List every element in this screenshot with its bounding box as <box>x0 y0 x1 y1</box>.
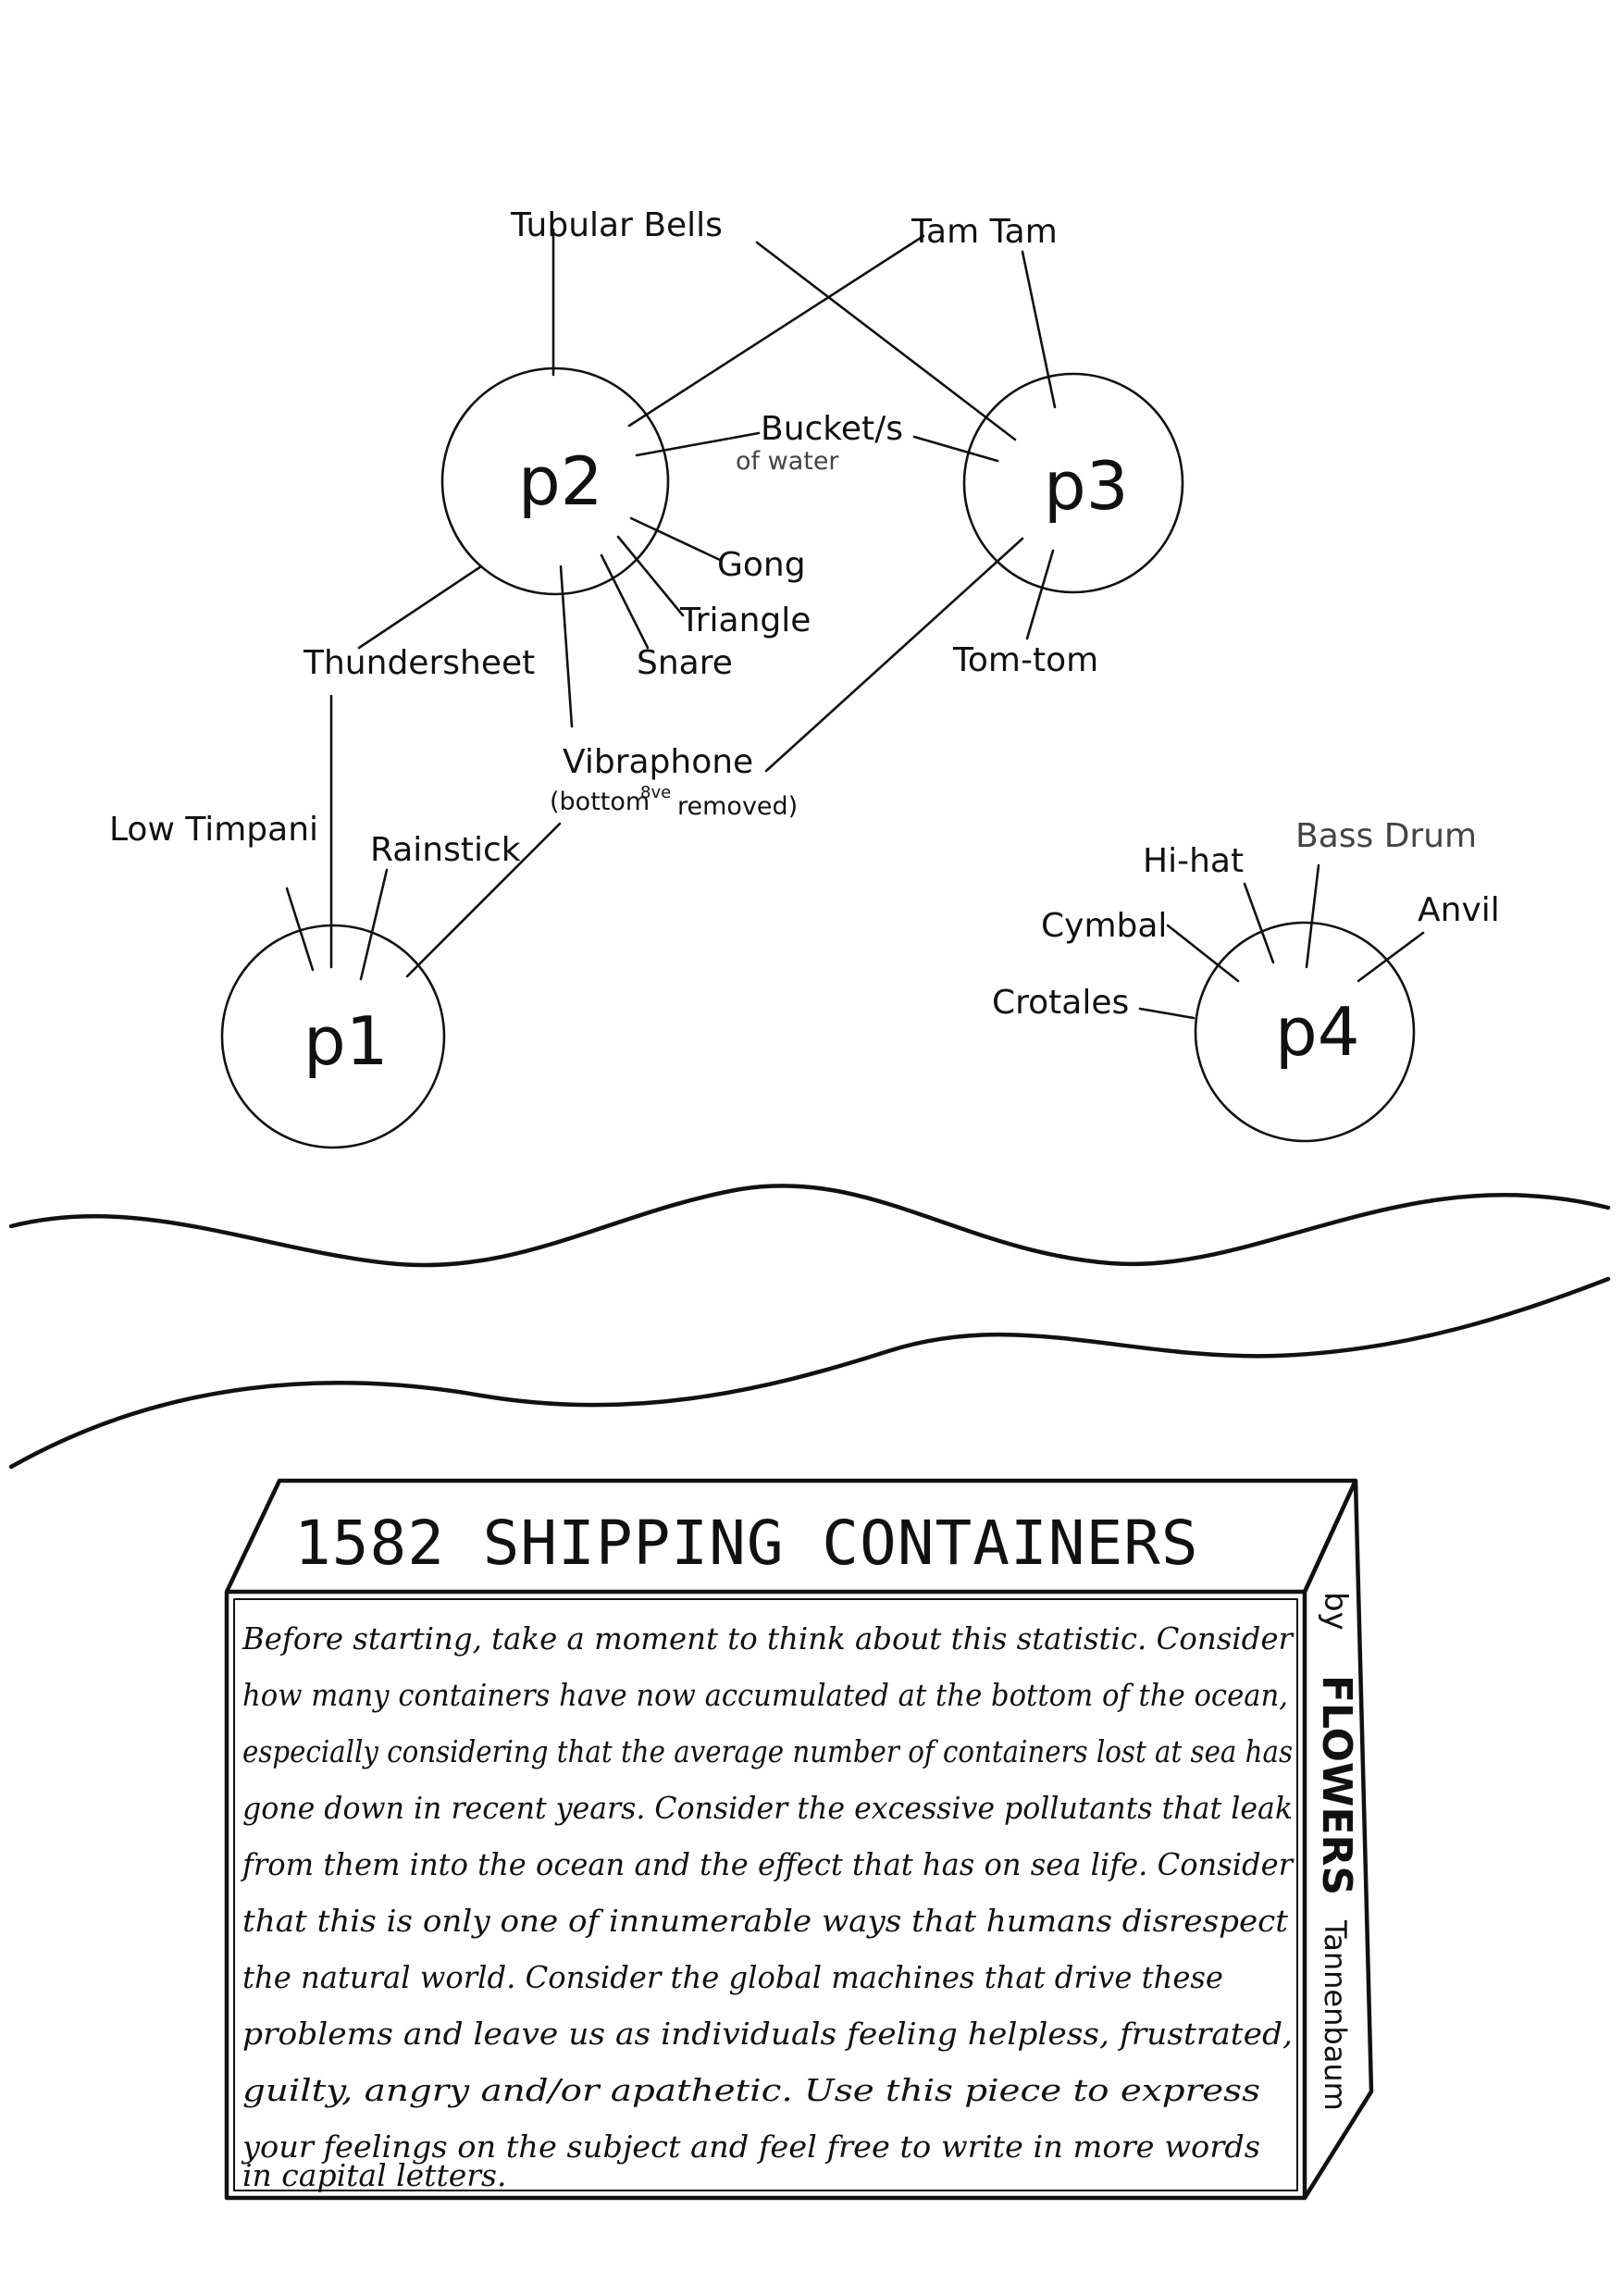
instrument-crotales: Crotales <box>992 984 1129 1022</box>
instrument-low-timpani: Low Timpani <box>109 811 318 849</box>
container-front-face <box>224 1589 1307 2201</box>
paragraph-line: from them into the ocean and the effect … <box>240 1846 1295 1882</box>
instrument-gong: Gong <box>717 546 806 584</box>
paragraph-line: problems and leave us as individuals fee… <box>242 2016 1293 2052</box>
line-tam-tam-p3 <box>1021 250 1057 409</box>
player-circle-p4 <box>1194 921 1416 1143</box>
line-vibraphone-p2 <box>559 565 574 728</box>
paragraph-line: how many containers have now accumulated… <box>242 1677 1288 1713</box>
player-circle-p3 <box>962 372 1184 594</box>
line-thundersheet-p2 <box>357 565 483 650</box>
player-circle-p1 <box>220 924 446 1149</box>
vibraphone-note-close: removed) <box>677 792 798 821</box>
line-rainstick-p1 <box>359 868 389 981</box>
line-tom-tom-p3 <box>1025 549 1055 640</box>
vibraphone-note-mid: 8ve <box>640 783 671 802</box>
instrument-tom-tom: Tom-tom <box>952 641 1098 679</box>
instrument-hi-hat: Hi-hat <box>1143 842 1244 880</box>
author-byline: by FLOWERS Tannenbaum <box>1313 1592 1360 2111</box>
instrument-rainstick: Rainstick <box>370 831 521 869</box>
line-gong-p2 <box>629 516 722 562</box>
paragraph-line: guilty, angry and/or apathetic. Use this… <box>242 2072 1260 2108</box>
instrument-vibraphone: Vibraphone <box>563 743 753 781</box>
player-label-p1: p1 <box>304 1002 389 1080</box>
player-label-p3: p3 <box>1044 447 1129 525</box>
instrument-bucket-line1: Bucket/s <box>761 410 903 448</box>
instrument-cymbal: Cymbal <box>1041 907 1167 945</box>
paragraph-line: gone down in recent years. Consider the … <box>242 1790 1293 1826</box>
instrument-triangle: Triangle <box>679 602 811 639</box>
line-cymbal-p4 <box>1166 924 1240 983</box>
player-label-p2: p2 <box>518 442 603 520</box>
container-side-face <box>1302 1478 1374 2200</box>
line-vibraphone-p1 <box>405 822 562 978</box>
instrument-thundersheet: Thundersheet <box>303 644 535 682</box>
line-bass-drum-p4 <box>1305 863 1320 969</box>
percussion-setup-diagram <box>220 228 1425 1149</box>
paragraph-line: the natural world. Consider the global m… <box>242 1959 1223 1995</box>
instrument-bass-drum: Bass Drum <box>1295 817 1477 855</box>
line-tam-tam-p2 <box>627 234 925 428</box>
player-label-p4: p4 <box>1275 993 1360 1071</box>
line-triangle-p2 <box>616 535 685 617</box>
line-tubular-bells-p3 <box>755 241 1017 441</box>
wave-line-lower <box>8 1276 1611 1470</box>
container-inner-border <box>233 1598 1298 2191</box>
wave-divider <box>8 1184 1611 1470</box>
paragraph-line: especially considering that the average … <box>242 1733 1293 1769</box>
line-anvil-p4 <box>1357 931 1425 983</box>
instrument-anvil: Anvil <box>1418 891 1500 929</box>
paragraph-line: your feelings on the subject and feel fr… <box>241 2128 1260 2165</box>
paragraph-line: that this is only one of innumerable way… <box>242 1903 1289 1939</box>
instrument-bucket-line2: of water <box>736 447 839 476</box>
player-circle-p2 <box>440 366 670 596</box>
line-low-timpani-p1 <box>285 887 315 972</box>
shipping-container-box <box>224 1478 1374 2201</box>
instruction-paragraph: Before starting, take a moment to think … <box>240 1620 1295 2193</box>
line-bucket-p2 <box>635 431 761 457</box>
author-first-name: FLOWERS <box>1313 1675 1360 1895</box>
instrument-tubular-bells: Tubular Bells <box>510 206 723 244</box>
instrument-tam-tam: Tam Tam <box>911 213 1058 251</box>
line-vibraphone-p3 <box>764 537 1024 773</box>
paragraph-line: Before starting, take a moment to think … <box>242 1620 1295 1657</box>
author-last-name: Tannenbaum <box>1318 1919 1353 2111</box>
wave-line-upper <box>8 1184 1611 1268</box>
byline-by: by <box>1317 1592 1354 1631</box>
line-crotales-p4 <box>1138 1007 1196 1020</box>
line-hi-hat-p4 <box>1243 882 1275 964</box>
container-title: 1582 SHIPPING CONTAINERS <box>294 1508 1199 1579</box>
line-snare-p2 <box>600 553 650 650</box>
vibraphone-note-open: (bottom <box>550 788 650 816</box>
instrument-snare: Snare <box>637 644 733 682</box>
paragraph-line: in capital letters. <box>242 2157 506 2193</box>
line-bucket-p3 <box>912 435 999 463</box>
